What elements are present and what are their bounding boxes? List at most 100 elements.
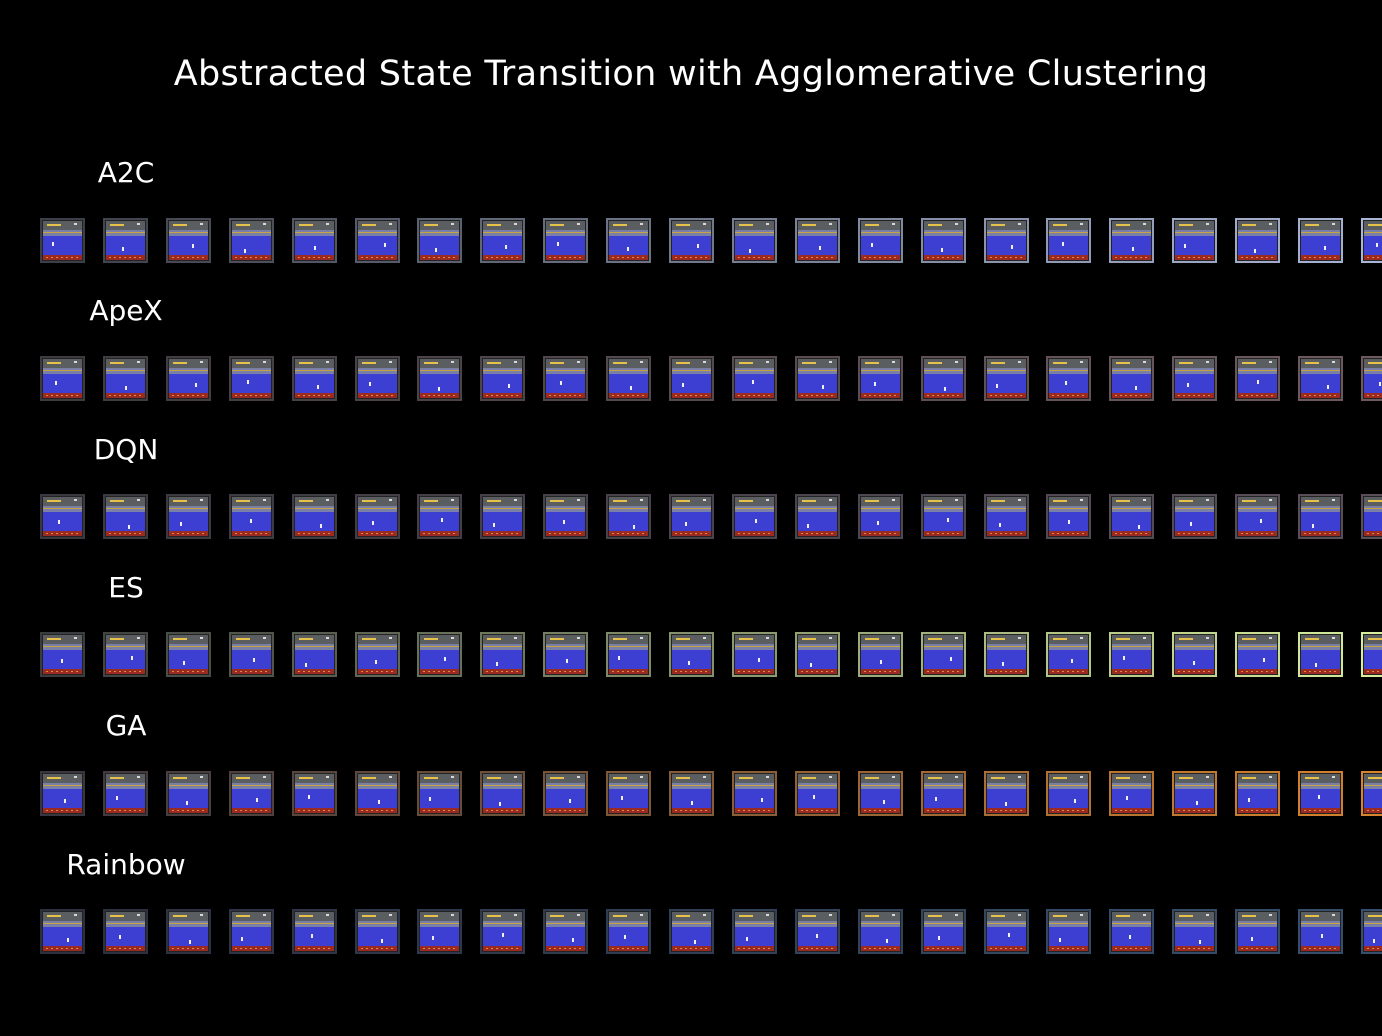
frame-strip-es (0, 632, 1382, 678)
game-ledge (672, 921, 711, 927)
game-water (546, 789, 586, 808)
player-sprite (1263, 658, 1266, 662)
state-frame-thumbnail (1235, 356, 1281, 401)
game-ledge (986, 230, 1026, 236)
game-floor (986, 255, 1026, 260)
player-sprite (1260, 519, 1263, 523)
game-water (609, 650, 649, 669)
game-hud (1112, 497, 1152, 506)
frame-strip-apex (0, 356, 1382, 402)
game-floor (986, 808, 1026, 813)
game-ledge (734, 506, 774, 512)
game-floor (1238, 808, 1278, 813)
game-floor (1049, 393, 1089, 398)
state-frame-thumbnail (1109, 771, 1155, 816)
player-sprite (1318, 795, 1320, 799)
game-water (1112, 512, 1152, 531)
state-frame-thumbnail (480, 218, 526, 263)
game-water (986, 927, 1026, 946)
state-frame-thumbnail (417, 632, 463, 677)
game-hud (923, 221, 963, 230)
player-sprite (380, 939, 383, 943)
game-hud (294, 497, 334, 506)
player-sprite (316, 385, 319, 389)
game-ledge (672, 644, 711, 650)
game-hud (294, 912, 334, 921)
state-frame-thumbnail (102, 632, 148, 677)
game-floor (168, 669, 208, 674)
state-frame-thumbnail (669, 218, 714, 263)
game-hud (1301, 912, 1340, 921)
player-sprite (368, 382, 371, 386)
game-ledge (1301, 368, 1340, 374)
game-water (43, 236, 82, 255)
game-floor (357, 393, 397, 398)
game-hud (1301, 221, 1340, 230)
game-hud (43, 635, 82, 644)
game-ledge (1301, 230, 1340, 236)
game-floor (1363, 393, 1382, 398)
game-hud (1363, 774, 1382, 783)
game-water (43, 927, 82, 946)
game-hud (105, 635, 145, 644)
game-ledge (1301, 783, 1340, 789)
player-sprite (876, 521, 879, 525)
game-floor (168, 808, 208, 813)
game-water (483, 236, 523, 255)
game-water (357, 374, 397, 393)
game-water (1301, 789, 1340, 808)
game-ledge (420, 230, 460, 236)
game-floor (1049, 255, 1089, 260)
game-hud (420, 774, 460, 783)
player-sprite (879, 660, 882, 664)
game-hud (483, 912, 523, 921)
game-hud (1175, 912, 1215, 921)
player-sprite (1004, 802, 1007, 806)
player-sprite (873, 382, 876, 386)
game-floor (294, 808, 334, 813)
state-frame-thumbnail (1235, 909, 1281, 954)
game-water (43, 512, 82, 531)
game-floor (546, 808, 586, 813)
state-frame-thumbnail (102, 494, 148, 539)
game-floor (168, 255, 208, 260)
player-sprite (505, 245, 508, 249)
player-sprite (748, 249, 751, 253)
game-floor (546, 531, 586, 536)
state-frame-thumbnail (731, 494, 777, 539)
player-sprite (67, 938, 69, 942)
state-frame-thumbnail (480, 494, 526, 539)
game-ledge (546, 368, 586, 374)
state-frame-thumbnail (165, 356, 211, 401)
game-water (546, 927, 586, 946)
player-sprite (374, 660, 377, 664)
game-floor (483, 808, 523, 813)
game-ledge (420, 368, 460, 374)
game-ledge (609, 230, 649, 236)
game-ledge (105, 506, 145, 512)
game-ledge (483, 921, 523, 927)
game-ledge (1175, 783, 1215, 789)
state-frame-thumbnail (354, 771, 400, 816)
game-water (986, 512, 1026, 531)
game-ledge (43, 921, 82, 927)
state-frame-thumbnail (857, 356, 903, 401)
state-frame-thumbnail (1109, 909, 1155, 954)
player-sprite (572, 938, 575, 942)
game-floor (1049, 531, 1089, 536)
state-frame-thumbnail (291, 218, 337, 263)
state-frame-thumbnail (480, 771, 526, 816)
player-sprite (682, 383, 684, 387)
state-frame-thumbnail (291, 771, 337, 816)
state-frame-thumbnail (417, 494, 463, 539)
game-ledge (105, 230, 145, 236)
state-frame-thumbnail (920, 632, 966, 677)
game-ledge (734, 368, 774, 374)
player-sprite (121, 247, 124, 251)
state-frame-thumbnail (102, 909, 148, 954)
game-water (986, 789, 1026, 808)
game-water (294, 789, 334, 808)
game-ledge (546, 921, 586, 927)
game-hud (420, 359, 460, 368)
game-floor (1112, 393, 1152, 398)
